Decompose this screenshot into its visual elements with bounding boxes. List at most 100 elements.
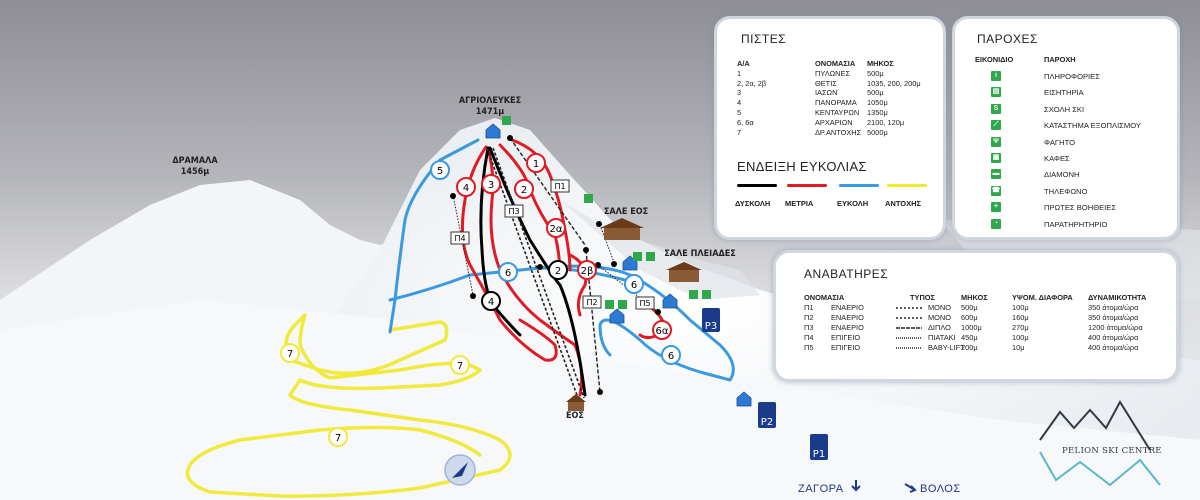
table-cell: 350 άτομα/ώρα <box>1088 313 1139 322</box>
pistes-header-row: Α/Α ΟΝΟΜΑΣΙΑ ΜΗΚΟΣ <box>737 59 937 69</box>
col-header: ΥΨΟΜ. ΔΙΑΦΟΡΑ <box>1012 293 1073 302</box>
table-cell: ΕΝΑΕΡΙΟ <box>831 323 864 332</box>
table-cell: Π1 <box>804 303 814 312</box>
house-icon <box>609 308 625 324</box>
observatory-icon: ◔ <box>991 218 1001 229</box>
facility-label: ΠΛΗΡΟΦΟΡΙΕΣ <box>1044 72 1100 81</box>
piste-2-red <box>498 143 562 277</box>
lift-type-swatch <box>896 347 922 349</box>
chalet-eos-label: ΣΑΛΕ ΕΟΣ <box>603 207 649 217</box>
table-cell: 2, 2α, 2β <box>737 78 767 88</box>
parking-label: P3 <box>705 321 717 332</box>
road-volos: ΒΟΛΟΣ <box>920 483 961 495</box>
lifts-table: ΟΝΟΜΑΣΙΑ ΤΥΠΟΣ ΜΗΚΟΣ ΥΨΟΜ. ΔΙΑΦΟΡΑ ΔΥΝΑΜ… <box>804 293 1174 353</box>
table-cell: 5000μ <box>867 127 888 137</box>
peak-name: ΑΓΡΙΟΛΕΥΚΕΣ <box>458 96 522 106</box>
svg-text:2α: 2α <box>550 224 563 235</box>
lift-p3-line-a <box>486 147 579 399</box>
base-eos-icon <box>566 394 586 411</box>
parking-p3: P3 <box>702 308 720 332</box>
marker-7c: 7 <box>328 427 348 447</box>
col-header: ΟΝΟΜΑΣΙΑ <box>815 59 856 68</box>
peak-elevation: 1456μ <box>180 167 210 177</box>
svg-text:Π1: Π1 <box>554 182 565 191</box>
marker-2-black: 2 <box>548 260 568 280</box>
table-cell: 100μ <box>1012 333 1029 342</box>
facility-label: ΤΗΛΕΦΩΝΟ <box>1044 186 1088 196</box>
table-cell: 500μ <box>867 68 884 78</box>
phone-icon: ☎ <box>991 185 1001 196</box>
difficulty-swatch <box>839 184 879 187</box>
lift-p1-line <box>509 137 586 246</box>
table-cell: Π3 <box>804 323 814 332</box>
lift-type-swatch <box>896 307 922 309</box>
marker-5: 5 <box>430 160 450 180</box>
facility-label: ΠΡΩΤΕΣ ΒΟΗΘΕΙΕΣ <box>1044 203 1117 213</box>
facility-icon <box>584 194 593 203</box>
facility-icon <box>605 300 614 309</box>
lift-label-p1: Π1 <box>550 179 570 193</box>
table-cell: ΜΟΝΟ <box>928 313 951 322</box>
table-cell: ΑΡΧΑΡΙΩΝ <box>815 117 853 127</box>
svg-text:7: 7 <box>335 433 341 444</box>
house-icon <box>485 123 501 139</box>
svg-text:Π3: Π3 <box>508 207 519 216</box>
difficulty-label: ΜΕΤΡΙΑ <box>785 199 814 208</box>
facility-row: ◔ΠΑΡΑΤΗΡΗΤΗΡΙΟ <box>955 216 1155 237</box>
table-cell: 2100, 120μ <box>867 117 905 127</box>
info-icon: i <box>991 71 1001 81</box>
table-cell: 160μ <box>1012 313 1029 322</box>
table-cell: 500μ <box>867 88 884 98</box>
table-cell: 600μ <box>961 313 978 322</box>
peak-dramala-label: ΔΡΑΜΑΛΑ 1456μ <box>150 156 240 178</box>
table-cell: 270μ <box>1012 323 1029 332</box>
piste-7-trail <box>185 313 512 498</box>
marker-6-low: 6 <box>661 345 681 365</box>
facility-row: i ΠΛΗΡΟΦΟΡΙΕΣ <box>955 68 1155 89</box>
ticket-icon: ▤ <box>991 87 1001 98</box>
svg-text:2β: 2β <box>581 266 594 277</box>
lift-label-p5: Π5 <box>635 296 655 310</box>
road-zagora: ΖΑΓΟΡΑ <box>798 483 844 495</box>
ski-school-icon: S <box>991 103 1001 114</box>
table-cell: ΙΑΣΩΝ <box>815 88 838 98</box>
marker-4-red: 4 <box>456 177 476 197</box>
facility-row: S ΣΧΟΛΗ ΣΚΙ <box>955 101 1155 122</box>
piste-row: 3 ΙΑΣΩΝ 500μ <box>737 88 937 98</box>
table-cell: 3 <box>737 88 742 98</box>
compass-icon <box>444 454 476 486</box>
facility-label: ΕΙΣΗΤΗΡΙΑ <box>1044 88 1084 98</box>
difficulty-swatch <box>737 184 777 187</box>
table-cell: 1200 άτομα/ώρα <box>1088 323 1143 332</box>
lift-type-swatch <box>896 317 922 319</box>
marker-6a: 6α <box>652 320 672 340</box>
table-cell: 400 άτομα/ώρα <box>1088 333 1139 342</box>
table-cell: BABY-LIFT <box>928 343 965 352</box>
svg-text:7: 7 <box>457 361 463 372</box>
base-eos-label: ΕΟΣ <box>566 411 584 421</box>
facility-label: ΚΑΤΑΣΤΗΜΑ ΕΞΟΠΛΙΣΜΟΥ <box>1044 121 1141 131</box>
facility-icon <box>646 252 655 261</box>
station-dot <box>611 261 617 267</box>
table-cell: ΕΠΙΓΕΙΟ <box>831 343 861 352</box>
table-cell: 1350μ <box>867 107 888 117</box>
col-header: ΔΥΝΑΜΙΚΟΤΗΤΑ <box>1088 293 1147 302</box>
table-cell: ΕΠΙΓΕΙΟ <box>831 333 861 342</box>
parking-p1: P1 <box>810 434 828 460</box>
table-cell: ΜΟΝΟ <box>928 303 951 312</box>
table-cell: Π5 <box>804 343 814 352</box>
difficulty-label: ΔΥΣΚΟΛΗ <box>735 199 771 208</box>
facility-label: ΣΧΟΛΗ ΣΚΙ <box>1044 104 1085 114</box>
piste-5-easy <box>388 138 480 334</box>
piste-4-red <box>460 145 558 362</box>
difficulty-swatch <box>787 184 827 187</box>
station-dot <box>507 135 513 141</box>
svg-text:Π5: Π5 <box>639 299 650 308</box>
marker-7b: 7 <box>450 355 470 375</box>
